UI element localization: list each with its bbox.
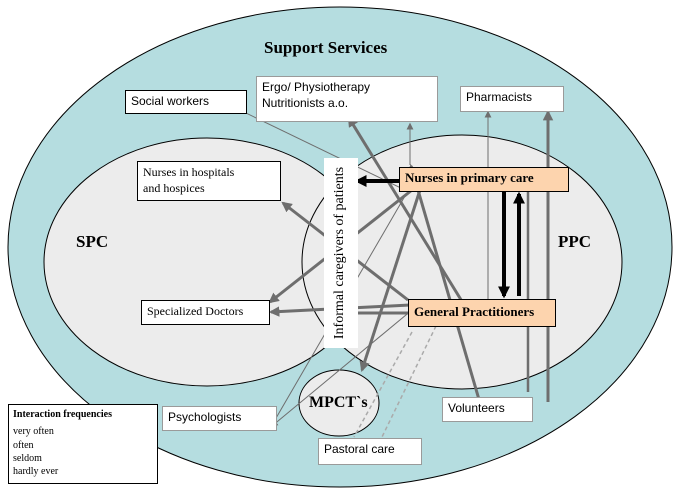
node-label: Pastoral care [324, 442, 395, 456]
informal-caregivers-box [324, 158, 358, 348]
mpct-label: MPCT`s [309, 394, 368, 411]
legend: Interaction frequencies very often often… [8, 404, 158, 484]
node-volunteers: Volunteers [442, 397, 533, 422]
node-label: Specialized Doctors [147, 304, 244, 318]
legend-item-often: often [13, 440, 34, 451]
node-label: Nurses in primary care [405, 170, 534, 185]
node-nurses-hospitals: Nurses in hospitals and hospices [137, 161, 281, 201]
link-often [347, 116, 465, 304]
node-general-practitioners: General Practitioners [408, 299, 556, 327]
support-services-title: Support Services [264, 38, 388, 57]
link-seldom [270, 304, 419, 427]
ppc-label: PPC [558, 232, 592, 251]
link-often [408, 163, 482, 404]
node-label: Nutritionists a.o. [262, 96, 349, 110]
link-often [359, 189, 422, 372]
node-label: Psychologists [168, 410, 242, 424]
legend-item-seldom: seldom [13, 453, 42, 464]
spc-label: SPC [76, 232, 109, 251]
node-label: Social workers [131, 94, 210, 108]
legend-title: Interaction frequencies [13, 409, 112, 420]
node-label: and hospices [143, 181, 205, 195]
node-social-workers: Social workers [125, 90, 247, 114]
node-label: Pharmacists [466, 90, 533, 104]
node-label: Nurses in hospitals [143, 165, 235, 179]
node-label: General Practitioners [414, 304, 535, 319]
legend-item-very-often: very often [13, 426, 54, 437]
node-label: Volunteers [448, 401, 505, 415]
node-label: Ergo/ Physiotherapy [262, 80, 371, 94]
node-nurses-primary-care: Nurses in primary care [399, 167, 569, 192]
link-hardly-ever [353, 331, 413, 438]
informal-caregivers-label: Informal caregivers of patients [332, 166, 347, 340]
node-pharmacists: Pharmacists [460, 86, 564, 112]
node-psychologists: Psychologists [162, 406, 277, 431]
node-ergo-physiotherapy: Ergo/ Physiotherapy Nutritionists a.o. [256, 76, 438, 122]
legend-item-hardly-ever: hardly ever [13, 466, 59, 477]
node-specialized-doctors: Specialized Doctors [141, 300, 270, 325]
node-pastoral-care: Pastoral care [318, 438, 422, 465]
